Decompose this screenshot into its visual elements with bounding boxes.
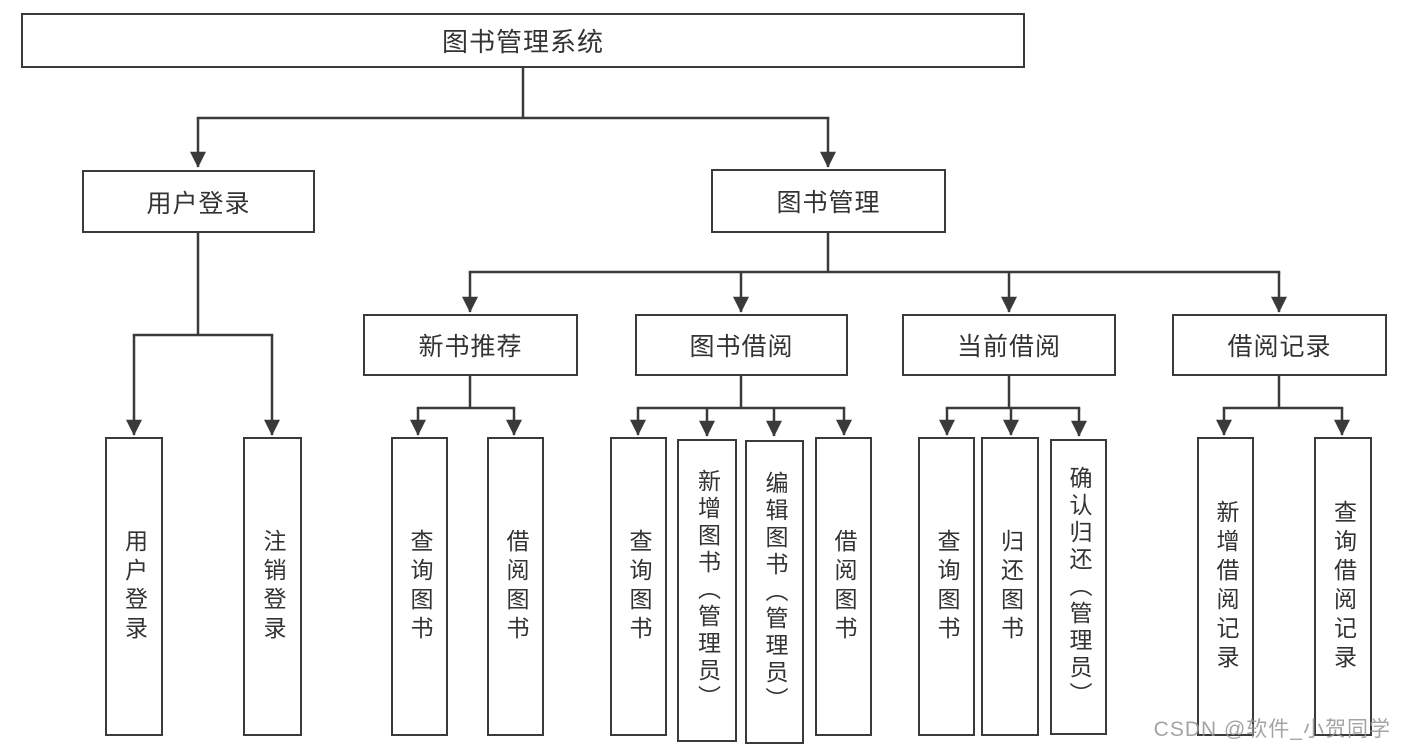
leaf-query-books-borrow: 查询图书 <box>610 437 667 736</box>
leaf-logout: 注销登录 <box>243 437 302 736</box>
leaf-confirm-return-admin: 确认归还（管理员） <box>1050 439 1107 735</box>
node-new-book-recommend: 新书推荐 <box>363 314 578 376</box>
leaf-query-books-current: 查询图书 <box>918 437 975 736</box>
leaf-add-book-admin: 新增图书（管理员） <box>677 439 737 742</box>
leaf-add-borrow-record: 新增借阅记录 <box>1197 437 1254 736</box>
node-book-management: 图书管理 <box>711 169 946 233</box>
leaf-borrow-books-recommend: 借阅图书 <box>487 437 544 736</box>
node-book-borrowing: 图书借阅 <box>635 314 848 376</box>
leaf-return-books: 归还图书 <box>981 437 1039 736</box>
leaf-user-login: 用户登录 <box>105 437 163 736</box>
node-current-borrowing: 当前借阅 <box>902 314 1116 376</box>
node-library-system: 图书管理系统 <box>21 13 1025 68</box>
watermark-text: CSDN @软件_小贺同学 <box>1153 718 1391 741</box>
node-user-login: 用户登录 <box>82 170 315 233</box>
leaf-edit-book-admin: 编辑图书（管理员） <box>745 440 804 744</box>
leaf-query-borrow-record: 查询借阅记录 <box>1314 437 1372 736</box>
leaf-query-books-recommend: 查询图书 <box>391 437 448 736</box>
node-borrow-records: 借阅记录 <box>1172 314 1387 376</box>
leaf-borrow-books-borrow: 借阅图书 <box>815 437 872 736</box>
